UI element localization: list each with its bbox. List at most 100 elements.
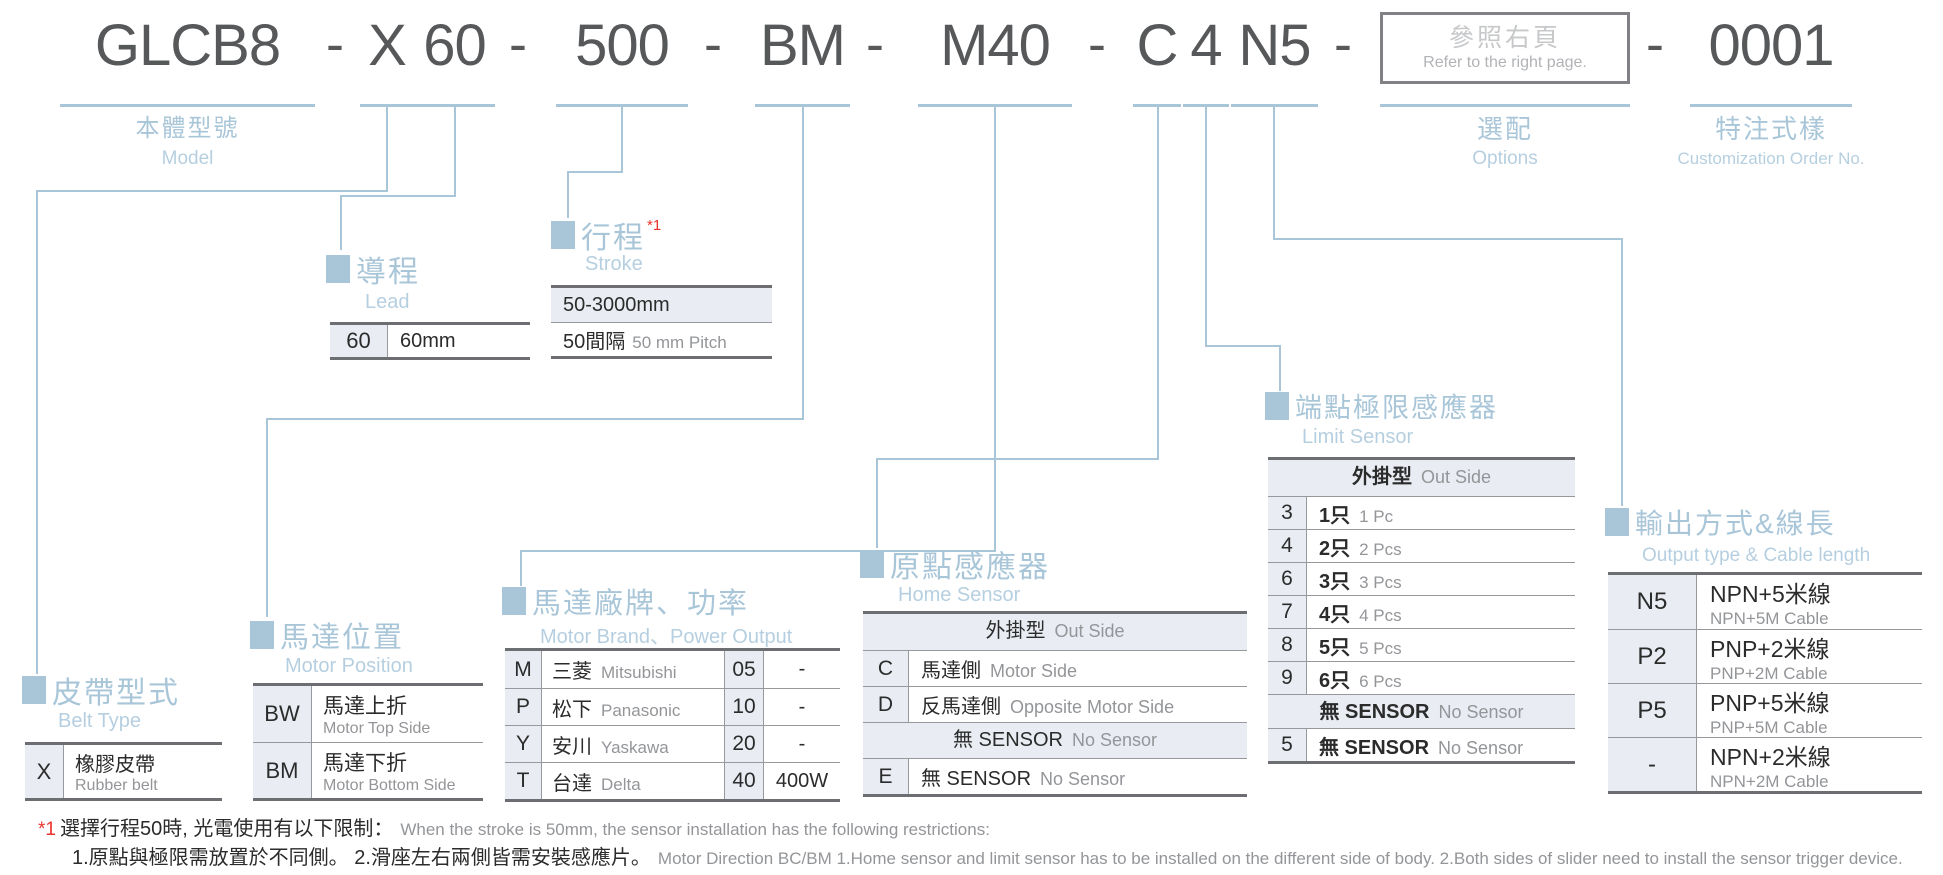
- output-code: P2: [1608, 630, 1697, 683]
- limit-en: 4 Pcs: [1359, 605, 1402, 625]
- stroke-pitch-en: 50 mm Pitch: [632, 333, 727, 352]
- brand-zh: 安川: [552, 735, 592, 758]
- connector-lead: [454, 107, 456, 197]
- home-no-sensor-en: No Sensor: [1071, 730, 1158, 750]
- home-sensor-title-zh: 原點感應器: [890, 551, 1050, 584]
- stroke-title-zh: 行程: [581, 222, 645, 255]
- connector-motor-brand: [520, 550, 522, 586]
- home-code: C: [863, 651, 909, 686]
- footnote-1-en: When the stroke is 50mm, the sensor inst…: [400, 820, 990, 839]
- stroke-footnote-ref: *1: [647, 216, 662, 234]
- brand-code: M: [505, 651, 542, 688]
- connector-output: [1273, 107, 1275, 240]
- section-bullet-icon: [250, 621, 274, 649]
- connector-motor-position: [802, 107, 804, 420]
- code-dash: -: [509, 14, 527, 74]
- connector-limit-sensor: [1205, 345, 1281, 347]
- table-row: 50-3000mm: [551, 288, 772, 322]
- code-dash: -: [866, 14, 884, 74]
- section-bullet-icon: [860, 550, 884, 578]
- home-zh: 馬達側: [921, 660, 981, 682]
- table-row: C 馬達側 Motor Side: [863, 650, 1247, 686]
- table-row: 7 4只 4 Pcs: [1268, 595, 1575, 628]
- connector-belt: [36, 190, 38, 674]
- section-motor-brand-title: 馬達廠牌、功率: [502, 580, 749, 622]
- home-zh: 無 SENSOR: [921, 768, 1032, 790]
- belt-desc-zh: 橡膠皮帶: [75, 754, 155, 776]
- underline-belt: [360, 104, 414, 107]
- limit-en: 5 Pcs: [1359, 638, 1402, 658]
- connector-motor-brand: [994, 107, 996, 552]
- belt-title-en: Belt Type: [58, 710, 142, 732]
- limit-code: 5: [1268, 729, 1307, 761]
- custom-label: 特注式樣 Customization Order No.: [1636, 112, 1906, 172]
- connector-motor-position: [266, 418, 804, 420]
- limit-no-sensor-zh: 無 SENSOR: [1319, 701, 1430, 723]
- belt-title-zh: 皮帶型式: [52, 677, 180, 710]
- underline-lead: [414, 104, 495, 107]
- table-row: BM 馬達下折 Motor Bottom Side: [253, 742, 483, 798]
- table-row: 3 1只 1 Pc: [1268, 496, 1575, 529]
- motor-position-title-zh: 馬達位置: [280, 622, 405, 654]
- limit-zh: 5只: [1319, 636, 1351, 659]
- home-sensor-title-en: Home Sensor: [898, 584, 1021, 606]
- connector-stroke: [621, 107, 623, 173]
- output-en: PNP+2M Cable: [1710, 663, 1828, 683]
- table-row: E 無 SENSOR No Sensor: [863, 758, 1247, 794]
- table-row: 6 3只 3 Pcs: [1268, 562, 1575, 595]
- output-zh: PNP+5米線: [1710, 689, 1830, 716]
- underline-custom: [1690, 104, 1852, 107]
- options-box-zh: 參照右頁: [1448, 24, 1561, 52]
- power-code: 20: [724, 726, 764, 762]
- section-bullet-icon: [1265, 391, 1289, 420]
- home-en: No Sensor: [1040, 769, 1126, 789]
- home-header-zh: 外掛型: [985, 620, 1046, 642]
- lead-table: 60 60mm: [330, 322, 530, 360]
- underline-options: [1380, 104, 1630, 107]
- home-code: E: [863, 759, 909, 794]
- connector-motor-brand: [520, 550, 996, 552]
- footnote-marker: *1: [38, 819, 56, 840]
- belt-desc-en: Rubber belt: [75, 777, 158, 794]
- power-code: 40: [724, 763, 764, 799]
- limit-code: 4: [1268, 530, 1307, 562]
- code-output: N5: [1238, 13, 1311, 78]
- section-motor-position-title: 馬達位置: [250, 614, 404, 656]
- table-row: D 反馬達側 Opposite Motor Side: [863, 686, 1247, 722]
- table-row: Y 安川 Yaskawa 20 -: [505, 725, 840, 762]
- limit-en: 3 Pcs: [1359, 572, 1402, 592]
- limit-code: 6: [1268, 563, 1307, 595]
- code-home-sensor: C: [1136, 13, 1179, 78]
- table-row: M 三菱 Mitsubishi 05 -: [505, 651, 840, 688]
- connector-home-sensor: [876, 458, 878, 548]
- code-motor-brand-power: M40: [940, 13, 1051, 78]
- limit-code: 3: [1268, 497, 1307, 529]
- section-stroke-title: 行程 *1: [551, 213, 661, 257]
- code-lead: 60: [423, 13, 487, 78]
- belt-table: X 橡膠皮帶 Rubber belt: [25, 742, 222, 801]
- options-box: 參照右頁 Refer to the right page.: [1380, 12, 1630, 84]
- code-dash: -: [326, 14, 344, 74]
- table-row: 無 SENSOR No Sensor: [1268, 694, 1575, 728]
- lead-code: 60: [330, 325, 388, 357]
- code-stroke: 500: [575, 13, 670, 78]
- motor-brand-title-zh: 馬達廠牌、功率: [532, 588, 750, 620]
- limit-en: 6 Pcs: [1359, 671, 1402, 691]
- limit-sensor-title-zh: 端點極限感應器: [1295, 393, 1498, 423]
- table-row: 60 60mm: [330, 325, 530, 357]
- output-code: -: [1608, 738, 1697, 791]
- motor-brand-table: M 三菱 Mitsubishi 05 - P 松下 Panasonic 10 -…: [505, 648, 840, 802]
- table-row: 無 SENSOR No Sensor: [863, 722, 1247, 758]
- motor-position-table: BW 馬達上折 Motor Top Side BM 馬達下折 Motor Bot…: [253, 683, 483, 801]
- section-bullet-icon: [1605, 508, 1629, 536]
- home-en: Opposite Motor Side: [1010, 697, 1175, 717]
- power-watt: 400W: [775, 769, 829, 792]
- motor-position-code: BW: [253, 686, 312, 742]
- brand-zh: 三菱: [552, 661, 592, 683]
- limit-en: 1 Pc: [1359, 506, 1394, 526]
- output-en: NPN+2M Cable: [1710, 771, 1829, 791]
- table-header-row: 外掛型 Out Side: [863, 614, 1247, 650]
- code-motor-position: BM: [760, 13, 846, 78]
- section-limit-sensor-title: 端點極限感應器: [1265, 386, 1498, 425]
- connector-home-sensor: [1157, 107, 1159, 460]
